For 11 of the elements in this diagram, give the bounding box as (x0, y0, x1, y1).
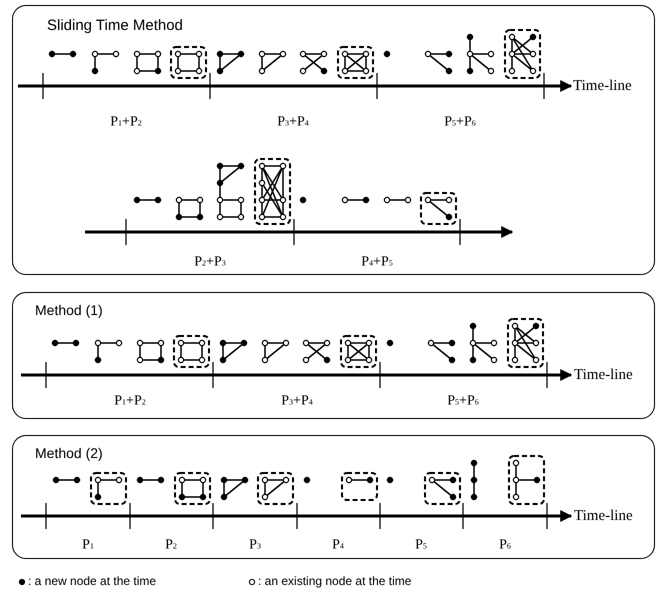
panel-title: Method (2) (35, 446, 103, 462)
panel-title: Method (1) (35, 303, 103, 318)
panel-frame (12, 5, 655, 275)
legend-text: : a new node at the time (28, 575, 156, 588)
legend-text: : an existing node at the time (258, 575, 412, 588)
axis-label: Time-line (573, 78, 632, 94)
panel-frame (12, 292, 655, 419)
panel-title: Sliding Time Method (47, 18, 183, 34)
axis-label: Time-line (574, 366, 633, 384)
axis-label: Time-line (574, 508, 633, 524)
panel-frame (12, 435, 655, 559)
